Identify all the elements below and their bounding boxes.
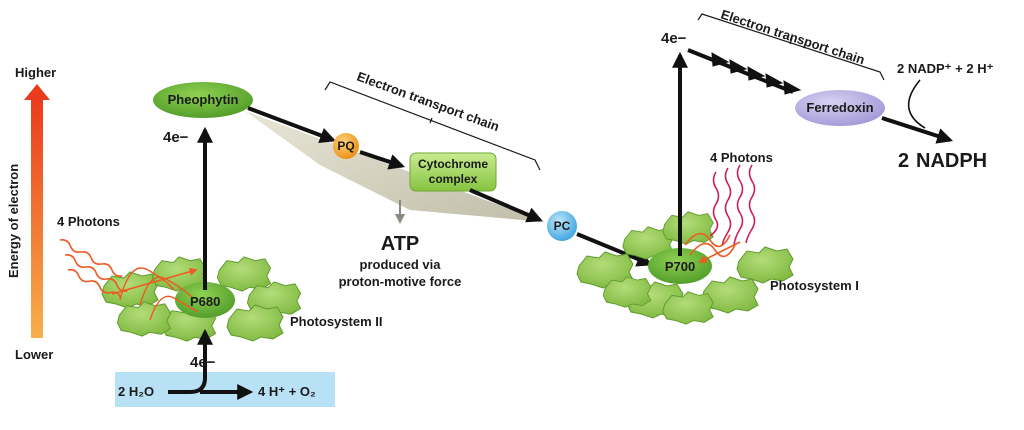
cytochrome-label-line1: Cytochrome — [418, 157, 488, 171]
energy-arrow-head — [24, 84, 50, 100]
photosystem1-photon-arrows — [684, 164, 756, 263]
atp-line1: produced via — [360, 257, 442, 272]
psii-electrons-up-label: 4e− — [163, 129, 189, 146]
energy-axis: Higher Energy of electron Lower — [6, 65, 56, 362]
p680-reaction-center — [175, 282, 235, 318]
pq-to-cytochrome-arrow — [359, 150, 406, 170]
etc1-label: Electron transport chain — [355, 69, 501, 135]
etc2-bracket — [697, 13, 885, 81]
etc1-bracket — [324, 81, 541, 171]
nadp-curve — [907, 79, 926, 129]
p700-label: P700 — [665, 259, 695, 274]
nadph-count: 2 — [898, 150, 909, 172]
cytochrome-to-pc-arrow — [469, 188, 543, 223]
pheophytin-label: Pheophytin — [168, 92, 239, 107]
pheophytin-to-pq-arrow — [247, 106, 336, 143]
energy-gradient-bar — [31, 98, 43, 338]
photosystem2-label: Photosystem II — [290, 314, 382, 329]
nadp-reactants: 2 NADP⁺ + 2 H⁺ — [897, 61, 994, 76]
photosystem1-label: Photosystem I — [770, 278, 859, 293]
psi-electrons-up-label: 4e− — [661, 30, 687, 47]
etc2-electron-chevrons — [687, 48, 802, 95]
photosystem2-photons-label: 4 Photons — [57, 214, 120, 229]
etc2-label: Electron transport chain — [719, 7, 867, 68]
atp-line2: proton-motive force — [339, 274, 462, 289]
pq-label: PQ — [337, 139, 354, 153]
cytochrome-node — [409, 152, 497, 192]
ferredoxin-node — [795, 90, 885, 126]
energy-axis-title: Energy of electron — [6, 164, 21, 278]
ferredoxin-to-nadph-arrow — [881, 116, 954, 144]
p680-label: P680 — [190, 294, 220, 309]
p700-reaction-center — [648, 248, 712, 284]
atp-title: ATP — [381, 233, 420, 255]
water-products: 4 H⁺ + O₂ — [258, 384, 316, 399]
pheophytin-node — [153, 82, 253, 118]
water-splitting-box — [115, 372, 335, 407]
water-reactant: 2 H₂O — [118, 384, 154, 399]
pc-node — [547, 211, 577, 241]
water-to-psii-arrow — [168, 328, 213, 394]
energy-axis-low-label: Lower — [15, 347, 53, 362]
photosystem1-photons-label: 4 Photons — [710, 150, 773, 165]
photosystem2-photon-arrows — [59, 239, 199, 321]
pq-node — [333, 133, 359, 159]
energy-axis-high-label: Higher — [15, 65, 56, 80]
ferredoxin-label: Ferredoxin — [806, 100, 873, 115]
cytochrome-label-line2: complex — [429, 172, 478, 186]
pc-label: PC — [554, 219, 571, 233]
pc-to-p700-arrow — [576, 232, 653, 267]
atp-shading — [245, 111, 545, 222]
psii-electrons-in-label: 4e− — [190, 354, 216, 371]
nadph-product: NADPH — [916, 150, 987, 172]
